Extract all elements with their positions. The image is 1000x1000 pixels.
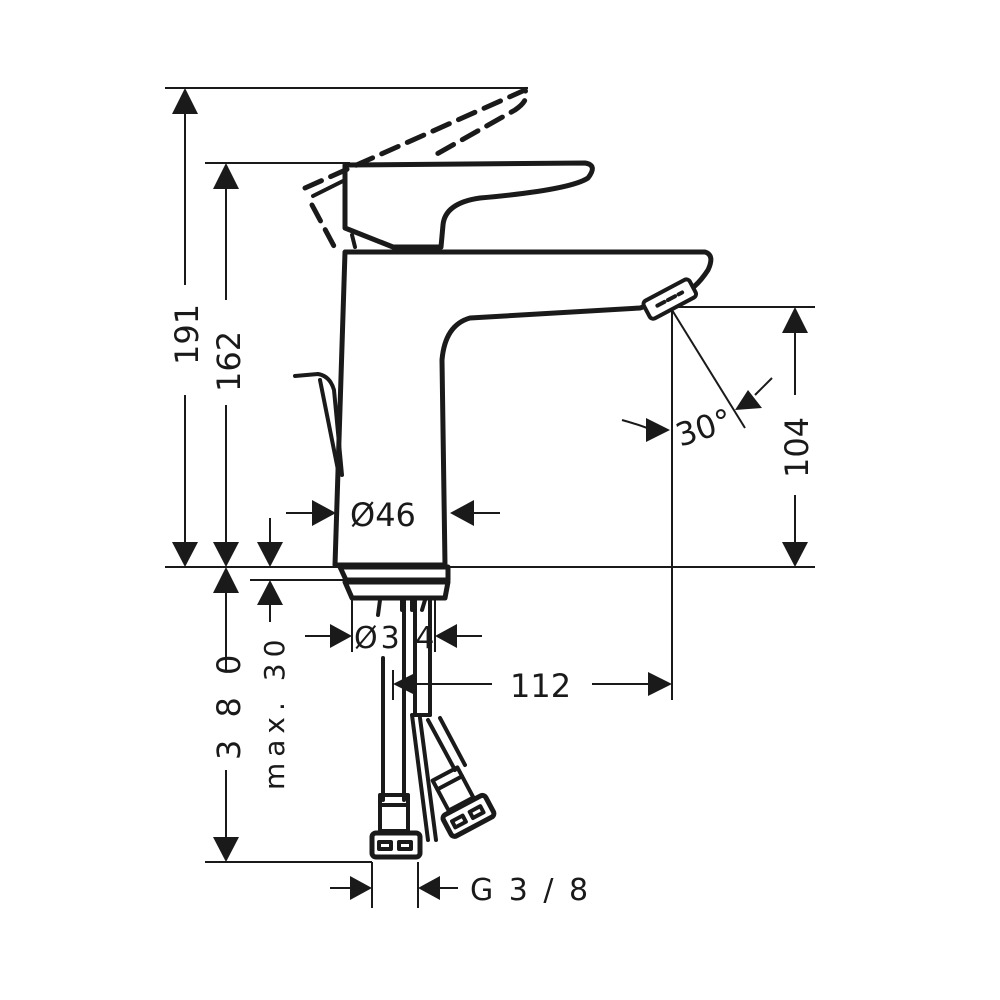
drain-rod <box>293 372 344 477</box>
label-g38: G 3 / 8 <box>470 873 591 908</box>
arrow-down-left-icon <box>735 390 762 410</box>
dimension-112 <box>393 672 672 696</box>
arrow-right-icon <box>646 418 670 442</box>
label-162: 162 <box>210 331 248 392</box>
arrow-down-icon <box>213 542 239 567</box>
arrow-left-icon <box>435 624 457 648</box>
label-diameter-46: Ø46 <box>350 496 416 534</box>
dimension-g38 <box>330 876 458 900</box>
dimension-104 <box>782 307 808 567</box>
arrow-down-icon <box>257 542 283 567</box>
arrow-right-icon <box>312 500 336 526</box>
dimension-diameter-34 <box>305 624 482 648</box>
arrow-down-icon <box>172 542 198 567</box>
arrow-up-icon <box>213 163 239 189</box>
arrow-right-icon <box>330 624 352 648</box>
label-112: 112 <box>510 667 571 705</box>
hose-fitting-left <box>369 793 423 860</box>
label-191: 191 <box>168 304 206 365</box>
angle-30 <box>621 377 773 442</box>
arrow-up-icon <box>257 580 283 605</box>
arrow-down-icon <box>782 542 808 567</box>
arrow-right-icon <box>350 876 372 900</box>
mounting-nut <box>342 579 451 601</box>
arrow-right-icon <box>648 672 672 696</box>
label-diameter-34: Ø3 4 <box>354 621 437 656</box>
arrow-up-icon <box>172 88 198 114</box>
lever-open-back <box>309 202 338 251</box>
hose-fitting-right <box>430 765 497 839</box>
arrow-up-icon <box>782 307 808 333</box>
lever-open-position <box>302 86 529 191</box>
mounting-base <box>337 564 451 583</box>
dimension-diameter-46 <box>286 500 500 526</box>
dimension-380 <box>213 567 239 862</box>
extension-lines <box>165 87 815 908</box>
aerator <box>641 277 699 321</box>
lever-handle <box>342 160 595 250</box>
arrow-left-icon <box>450 500 474 526</box>
dimension-max-30 <box>257 518 283 622</box>
dimension-191 <box>172 88 198 567</box>
arrow-down-icon <box>213 837 239 862</box>
faucet <box>293 86 714 860</box>
arrow-left-icon <box>418 876 440 900</box>
dimension-162 <box>213 163 239 567</box>
label-max-30: max. 30 <box>258 634 291 790</box>
arrow-up-icon <box>213 567 239 593</box>
label-104: 104 <box>778 417 816 478</box>
label-380: 3 8 0 <box>210 649 248 760</box>
hose-right <box>410 713 430 842</box>
label-30-degrees: 30° <box>671 401 737 455</box>
